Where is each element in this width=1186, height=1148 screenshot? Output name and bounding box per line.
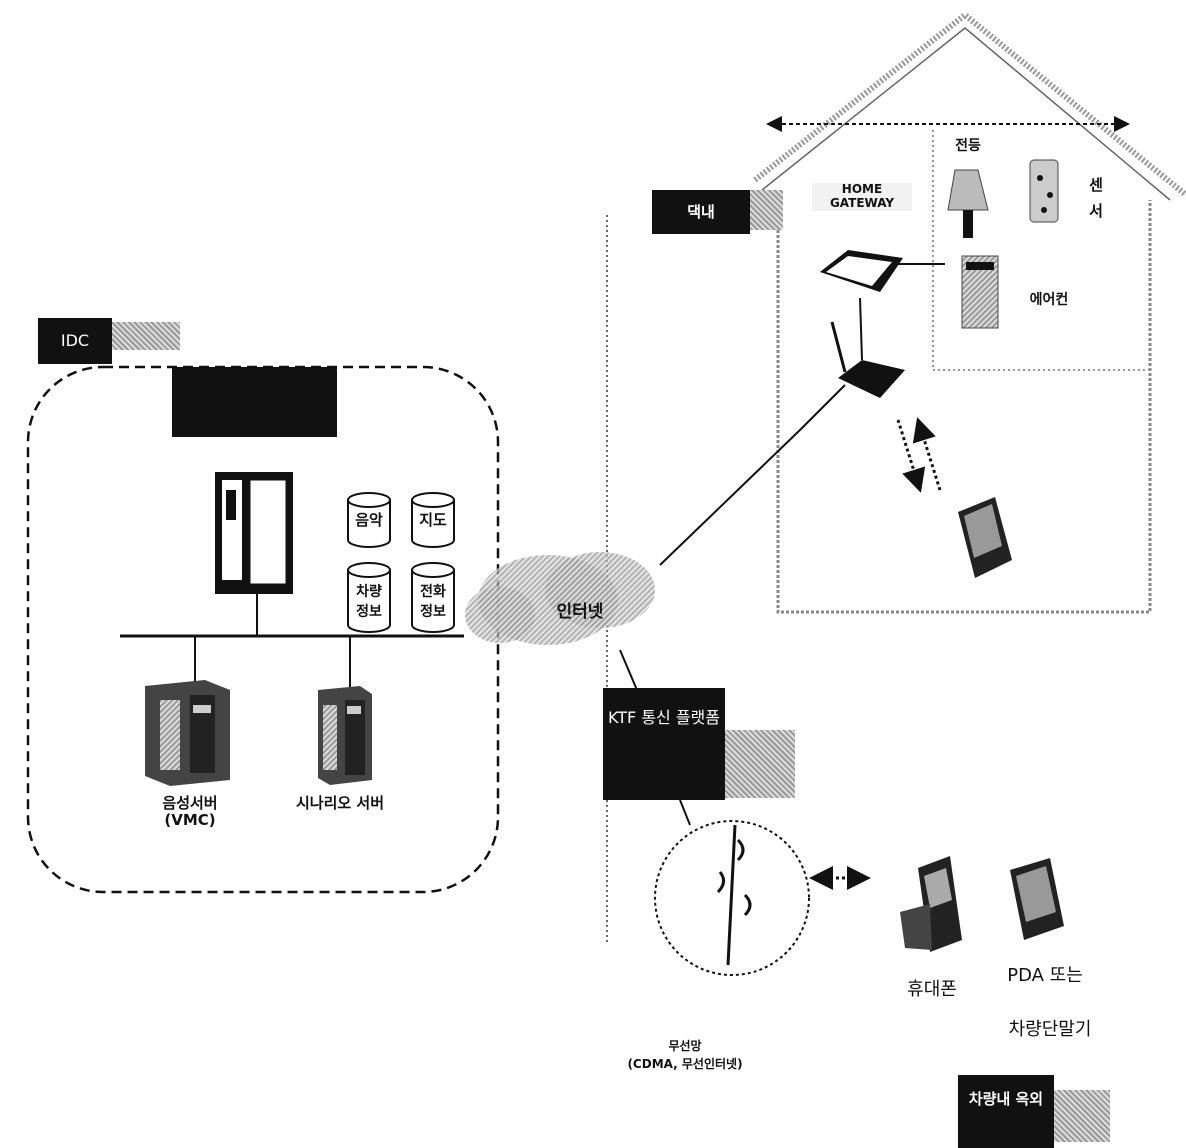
light-label: 전등 [950,138,986,154]
mobile-phone-label: 휴대폰 [892,980,972,1001]
aircon-icon [962,256,998,328]
lamp-icon [948,170,988,238]
idc-label: IDC [38,318,112,364]
db-map-label: 지도 [412,512,454,529]
db-music-label: 음악 [348,512,390,529]
wireless-network-label-line1: 무선망 [630,1040,740,1054]
vehicle-label-shadow [1052,1090,1110,1142]
db-vehicle-label: 차량 정보 [352,582,386,622]
db-phone-label: 전화 정보 [416,582,450,622]
wireless-network-label-line2: (CDMA, 무선인터넷) [600,1058,770,1072]
internet-to-platform-line [620,650,637,690]
voice-server-label: 음성서버 (VMC) [140,795,240,830]
scenario-server-icon [318,686,372,785]
pda-device-icon [1010,858,1064,940]
cell-tower-icon [718,825,750,965]
pda-label-line2: 차량단말기 [990,1020,1110,1041]
home-gateway-label: HOME GATEWAY [812,183,912,211]
router-pda-dotted-arrow [898,420,920,490]
house-zone-label: 댁내 [652,190,750,234]
platform-label-shadow [720,730,795,798]
sensor-label: 센서 [1088,172,1104,224]
internet-label: 인터넷 [540,603,620,623]
idc-label-shadow [110,322,180,350]
sensor-icon [1030,160,1058,222]
home-gateway-icon [820,250,945,292]
mobile-phone-icon [900,856,962,952]
ktf-platform-label: KTF 통신 플랫폼 [603,688,725,800]
home-pda-icon [958,497,1012,578]
internet-cloud-icon [465,552,655,645]
aircon-label: 에어컨 [1018,292,1080,308]
wireless-router-icon [832,298,905,398]
mainframe-server [215,472,293,636]
scenario-server-label: 시나리오 서버 [290,795,390,812]
voice-server-icon [145,680,230,786]
idc-title-block [172,367,337,437]
vehicle-zone-label: 차량내 옥외 [958,1075,1054,1148]
pda-label-line1: PDA 또는 [990,966,1100,987]
house-label-shadow [745,190,783,230]
